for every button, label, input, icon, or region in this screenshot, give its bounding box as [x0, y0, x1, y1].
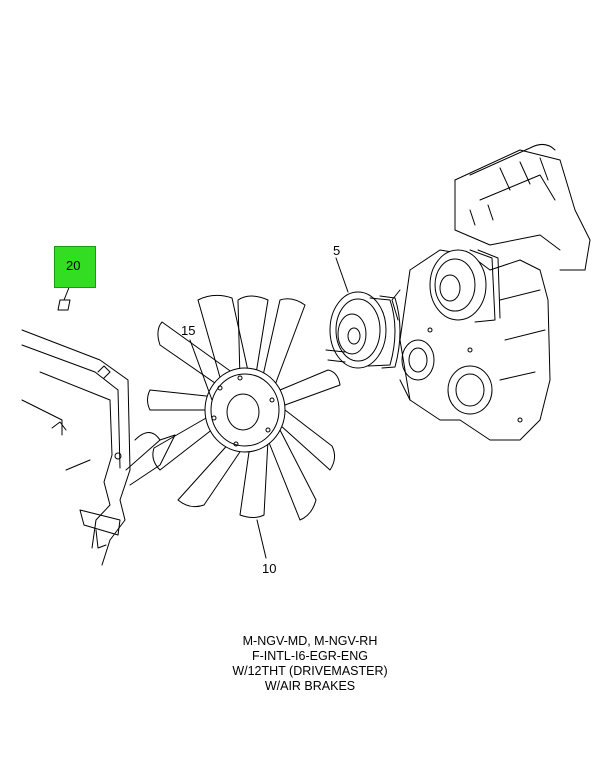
callout-5[interactable]: 5: [333, 243, 341, 258]
fan-clutch: [325, 291, 401, 369]
caption-line: F-INTL-I6-EGR-ENG: [252, 649, 368, 663]
callout-15[interactable]: 15: [181, 323, 196, 338]
diagram-caption: M-NGV-MD, M-NGV-RH F-INTL-I6-EGR-ENG W/1…: [180, 634, 440, 694]
fan-hub: [204, 367, 286, 453]
caption-line: W/12THT (DRIVEMASTER): [232, 664, 388, 678]
engine-block: [391, 144, 591, 441]
caption-line: M-NGV-MD, M-NGV-RH: [242, 634, 378, 648]
callout-20-highlight: [54, 246, 96, 288]
leader-lines: [189, 257, 349, 559]
callout-20[interactable]: 20: [66, 258, 81, 273]
radiator-bracket: [21, 284, 176, 566]
callout-10[interactable]: 10: [262, 561, 277, 576]
fan-blades: [147, 294, 341, 521]
caption-line: W/AIR BRAKES: [264, 679, 356, 693]
part-20-clip: [57, 299, 71, 311]
